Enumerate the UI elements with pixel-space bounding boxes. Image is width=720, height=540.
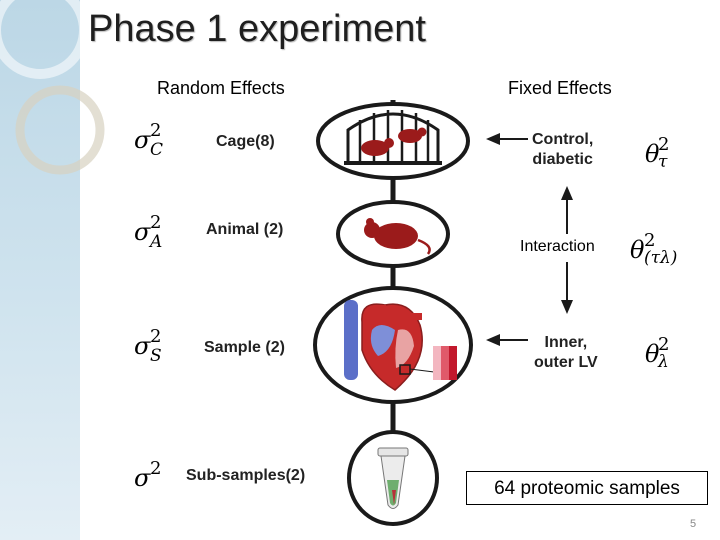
cage-icon	[344, 110, 442, 165]
superscript: 2	[150, 212, 162, 233]
arrow-interaction-up	[561, 186, 573, 234]
sigma-symbol: σ	[134, 464, 151, 492]
superscript: 2	[150, 458, 162, 479]
level-label-cage: Cage(8)	[216, 133, 275, 150]
decorative-rings	[0, 0, 105, 175]
sigma-symbol: σ	[134, 126, 151, 154]
superscript: 2	[150, 120, 162, 141]
samples-count-box: 64 proteomic samples	[466, 471, 708, 505]
tube-icon	[377, 447, 409, 509]
interaction-label: Interaction	[520, 238, 595, 255]
sample-node	[313, 286, 473, 404]
level-label-subsample: Sub-samples(2)	[186, 467, 306, 484]
arrow-control-diabetic	[486, 133, 528, 145]
random-effects-header: Random Effects	[157, 78, 285, 98]
subsample-node	[347, 430, 439, 526]
sigma-symbol: σ	[134, 218, 151, 246]
arrow-interaction-down	[561, 262, 573, 314]
heart-icon	[344, 300, 457, 391]
fixed-effect-inner-outer: Inner, outer LV	[534, 334, 598, 371]
level-label-animal: Animal (2)	[206, 221, 284, 238]
cage-node	[316, 102, 470, 180]
animal-node	[336, 200, 450, 268]
sigma-symbol: σ	[134, 332, 151, 360]
slide-title: Phase 1 experiment	[88, 8, 426, 50]
level-label-sample: Sample (2)	[204, 339, 285, 356]
arrow-inner-outer	[486, 334, 528, 346]
subscript: A	[150, 232, 163, 252]
fixed-effects-header: Fixed Effects	[508, 78, 612, 98]
subscript: C	[150, 140, 164, 160]
superscript: 2	[150, 326, 162, 347]
fixed-effect-control-diabetic: Control, diabetic	[532, 131, 594, 168]
subscript: S	[150, 346, 162, 366]
rat-icon	[364, 218, 431, 255]
page-number: 5	[690, 518, 697, 530]
